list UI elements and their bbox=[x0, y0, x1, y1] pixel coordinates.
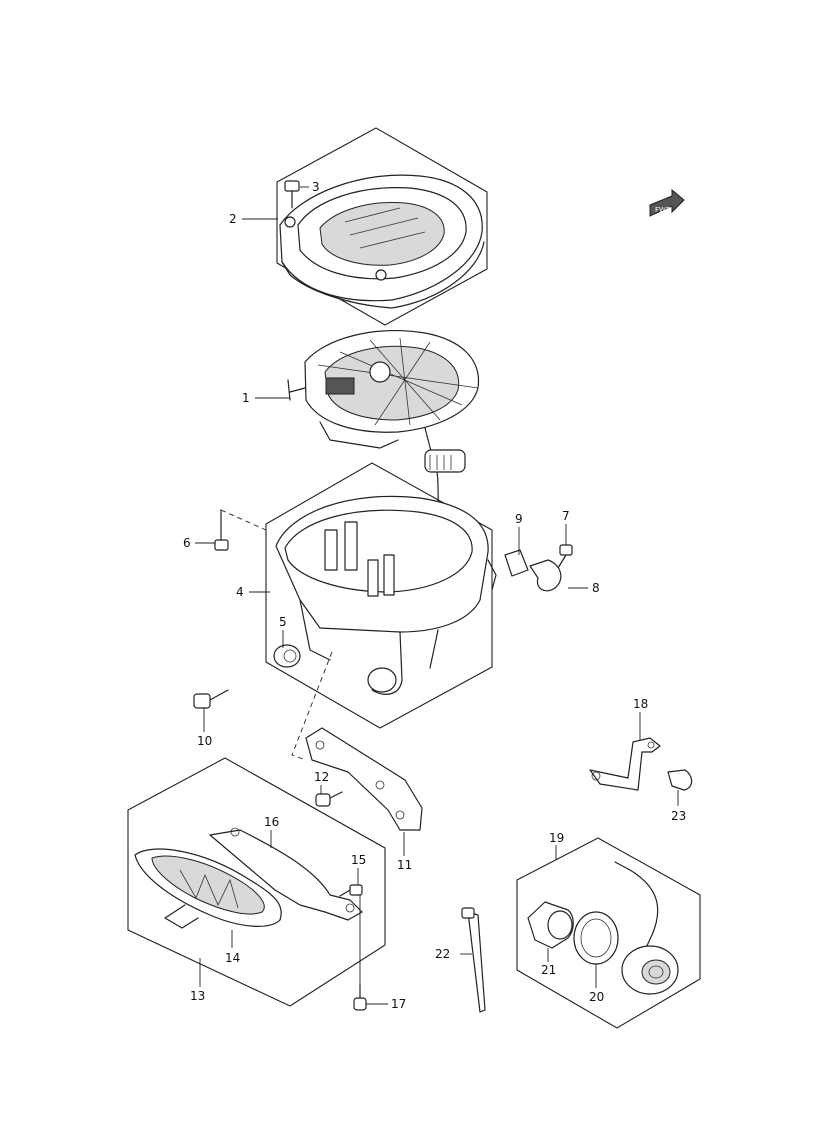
part-bracket-18 bbox=[589, 737, 661, 791]
frame-meter-case bbox=[265, 462, 493, 729]
callout-10: 10 bbox=[197, 734, 212, 748]
callout-14: 14 bbox=[225, 951, 240, 965]
part-screw-3 bbox=[284, 180, 300, 209]
callout-8: 8 bbox=[592, 581, 600, 595]
leader-lines bbox=[195, 186, 679, 1005]
callout-19: 19 bbox=[549, 831, 564, 845]
callout-6: 6 bbox=[183, 536, 191, 550]
callout-18: 18 bbox=[633, 697, 648, 711]
callout-12: 12 bbox=[314, 770, 329, 784]
fwd-badge-text: FWD bbox=[655, 206, 671, 214]
fwd-badge: FWD bbox=[649, 188, 685, 217]
part-screw-10 bbox=[193, 689, 229, 709]
part-screw-7 bbox=[557, 544, 573, 569]
frame-indicator-lamp bbox=[127, 757, 386, 1007]
part-clamp-8 bbox=[529, 559, 562, 592]
part-screw-6 bbox=[214, 509, 267, 551]
part-cable-tie-22 bbox=[461, 907, 486, 1013]
part-clip-9 bbox=[504, 549, 529, 577]
part-bracket-11 bbox=[291, 651, 423, 831]
callout-17: 17 bbox=[391, 997, 406, 1011]
part-socket-kit bbox=[527, 861, 679, 995]
callout-labels: 2 3 1 4 5 6 7 9 8 10 12 11 16 15 14 13 1… bbox=[183, 180, 686, 1011]
frame-top-cover bbox=[276, 127, 488, 326]
callout-22: 22 bbox=[435, 947, 450, 961]
part-screw-12 bbox=[315, 791, 343, 807]
callout-21: 21 bbox=[541, 963, 556, 977]
callout-23: 23 bbox=[671, 809, 686, 823]
callout-20: 20 bbox=[589, 990, 604, 1004]
callout-2: 2 bbox=[229, 212, 237, 226]
frame-socket-kit bbox=[516, 837, 701, 1029]
callout-5: 5 bbox=[279, 615, 287, 629]
part-screw-15 bbox=[339, 884, 363, 897]
callout-16: 16 bbox=[264, 815, 279, 829]
callout-13: 13 bbox=[190, 989, 205, 1003]
callout-7: 7 bbox=[562, 509, 570, 523]
callout-1: 1 bbox=[242, 391, 250, 405]
part-meter-cover bbox=[279, 174, 485, 309]
callout-11: 11 bbox=[397, 858, 412, 872]
part-indicator-lamp bbox=[134, 827, 363, 929]
part-meter-assembly bbox=[287, 330, 480, 541]
callout-3: 3 bbox=[312, 180, 320, 194]
part-grommet-5 bbox=[273, 644, 301, 668]
callout-15: 15 bbox=[351, 853, 366, 867]
part-meter-case bbox=[275, 495, 497, 695]
callout-4: 4 bbox=[236, 585, 244, 599]
callout-9: 9 bbox=[515, 512, 523, 526]
part-clip-23 bbox=[667, 769, 693, 791]
